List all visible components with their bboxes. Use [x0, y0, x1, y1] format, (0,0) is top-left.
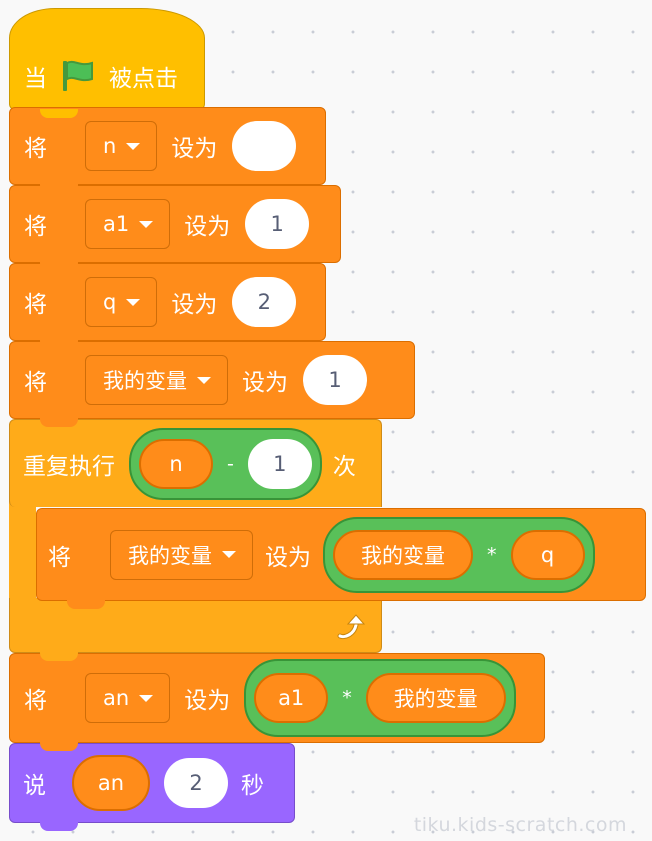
- say-keyword: 说: [23, 773, 46, 799]
- set-my-variable-block[interactable]: 将 我的变量 设为 1: [9, 341, 415, 419]
- variable-dropdown-my-variable[interactable]: 我的变量: [85, 355, 228, 405]
- repeat-block[interactable]: 重复执行 n - 1 次: [9, 419, 382, 507]
- set-keyword: 将: [24, 214, 47, 240]
- when-label: 当: [24, 66, 47, 92]
- variable-dropdown-an[interactable]: an: [85, 673, 171, 723]
- variable-dropdown-n[interactable]: n: [85, 121, 158, 171]
- block-notch: [40, 340, 78, 349]
- block-notch: [40, 742, 78, 751]
- seconds-label: 秒: [241, 773, 264, 799]
- block-notch: [40, 184, 78, 193]
- block-notch: [67, 600, 105, 609]
- value-input-my-variable[interactable]: 1: [303, 355, 367, 405]
- repeat-c-arm: [9, 500, 36, 612]
- multiply-operator[interactable]: a1 * 我的变量: [244, 659, 516, 737]
- value-input-n[interactable]: [232, 121, 297, 171]
- loop-arrow-icon: [337, 614, 366, 640]
- chevron-down-icon: [197, 376, 211, 384]
- multiply-sign: *: [342, 687, 352, 709]
- set-keyword: 将: [48, 544, 71, 571]
- value-input-one[interactable]: 1: [247, 438, 312, 489]
- value-input-q[interactable]: 2: [232, 277, 297, 327]
- minus-sign: -: [227, 452, 234, 475]
- variable-dropdown-a1[interactable]: a1: [85, 199, 171, 249]
- variable-dropdown-my-variable[interactable]: 我的变量: [110, 529, 253, 580]
- set-keyword: 将: [24, 136, 47, 162]
- variable-reporter-n[interactable]: n: [139, 438, 213, 489]
- chevron-down-icon: [222, 551, 236, 558]
- set-n-block[interactable]: 将 n 设为: [9, 107, 326, 185]
- clicked-label: 被点击: [109, 66, 178, 92]
- set-a1-block[interactable]: 将 a1 设为 1: [9, 185, 341, 263]
- set-keyword: 将: [24, 370, 47, 396]
- green-flag-icon: [63, 60, 93, 91]
- block-notch: [40, 822, 78, 831]
- block-notch: [40, 418, 78, 427]
- set-an-block[interactable]: 将 an 设为 a1 * 我的变量: [9, 653, 545, 743]
- to-label: 设为: [242, 370, 288, 396]
- chevron-down-icon: [126, 298, 141, 306]
- block-notch: [40, 262, 78, 271]
- repeat-c-bottom: [9, 598, 382, 653]
- chevron-down-icon: [139, 694, 154, 702]
- watermark: tiku.kids-scratch.com: [413, 814, 627, 836]
- to-label: 设为: [184, 214, 231, 240]
- dropdown-value: an: [103, 686, 130, 710]
- dropdown-value: 我的变量: [128, 543, 212, 568]
- variable-reporter-an[interactable]: an: [72, 755, 150, 811]
- seconds-input[interactable]: 2: [164, 758, 228, 808]
- chevron-down-icon: [139, 220, 154, 228]
- block-notch: [40, 652, 78, 661]
- dropdown-value: a1: [103, 212, 130, 236]
- to-label: 设为: [171, 136, 218, 162]
- multiply-operator[interactable]: 我的变量 * q: [323, 516, 595, 593]
- say-for-seconds-block[interactable]: 说 an 2 秒: [9, 743, 295, 823]
- times-label: 次: [332, 453, 356, 480]
- set-keyword: 将: [24, 292, 47, 318]
- subtract-operator[interactable]: n - 1: [129, 427, 322, 500]
- set-keyword: 将: [24, 688, 47, 714]
- dropdown-value: q: [103, 290, 117, 314]
- value-input-a1[interactable]: 1: [245, 199, 310, 249]
- to-label: 设为: [265, 544, 311, 571]
- repeat-label: 重复执行: [23, 453, 115, 480]
- dropdown-value: 我的变量: [103, 369, 187, 393]
- block-notch: [40, 109, 78, 118]
- variable-dropdown-q[interactable]: q: [85, 277, 158, 327]
- dropdown-value: n: [103, 134, 117, 158]
- variable-reporter-my-variable[interactable]: 我的变量: [365, 673, 506, 723]
- to-label: 设为: [171, 292, 218, 318]
- when-flag-clicked-block[interactable]: 当 被点击: [9, 8, 205, 110]
- variable-reporter-a1[interactable]: a1: [254, 673, 329, 723]
- to-label: 设为: [184, 688, 231, 714]
- set-my-variable-multiply-block[interactable]: 将 我的变量 设为 我的变量 * q: [36, 508, 646, 601]
- multiply-sign: *: [487, 543, 497, 566]
- variable-reporter-my-variable[interactable]: 我的变量: [333, 529, 473, 580]
- variable-reporter-q[interactable]: q: [510, 529, 585, 580]
- set-q-block[interactable]: 将 q 设为 2: [9, 263, 326, 341]
- chevron-down-icon: [126, 142, 141, 150]
